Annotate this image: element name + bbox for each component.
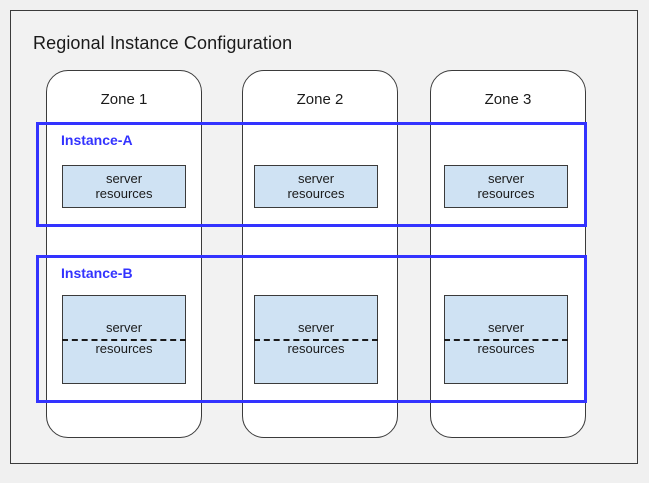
resource-line-bottom: resources <box>287 185 345 201</box>
resource-line-top: server <box>105 320 143 335</box>
resource-line-top: server <box>487 171 525 187</box>
resource-divider-icon <box>62 339 186 341</box>
resource-line-bottom: resources <box>477 185 535 201</box>
resource-box-instance-b-zone-1[interactable]: server resources <box>62 295 186 384</box>
zone-label-1: Zone 1 <box>100 91 148 108</box>
zone-label-3: Zone 3 <box>484 91 532 108</box>
resource-divider-icon <box>444 339 568 341</box>
resource-divider-icon <box>254 339 378 341</box>
resource-box-instance-b-zone-3[interactable]: server resources <box>444 295 568 384</box>
resource-line-bottom: resources <box>477 341 535 356</box>
page-title: Regional Instance Configuration <box>33 33 293 53</box>
resource-box-instance-a-zone-2[interactable]: server resources <box>254 165 378 208</box>
resource-box-instance-a-zone-3[interactable]: server resources <box>444 165 568 208</box>
resource-box-instance-a-zone-1[interactable]: server resources <box>62 165 186 208</box>
resource-line-top: server <box>105 171 143 187</box>
resource-line-top: server <box>487 320 525 335</box>
resource-line-bottom: resources <box>287 341 345 356</box>
zone-label-2: Zone 2 <box>296 91 344 108</box>
resource-line-bottom: resources <box>95 341 153 356</box>
resource-box-instance-b-zone-2[interactable]: server resources <box>254 295 378 384</box>
resource-line-top: server <box>297 320 335 335</box>
resource-line-top: server <box>297 171 335 187</box>
resource-line-bottom: resources <box>95 185 153 201</box>
